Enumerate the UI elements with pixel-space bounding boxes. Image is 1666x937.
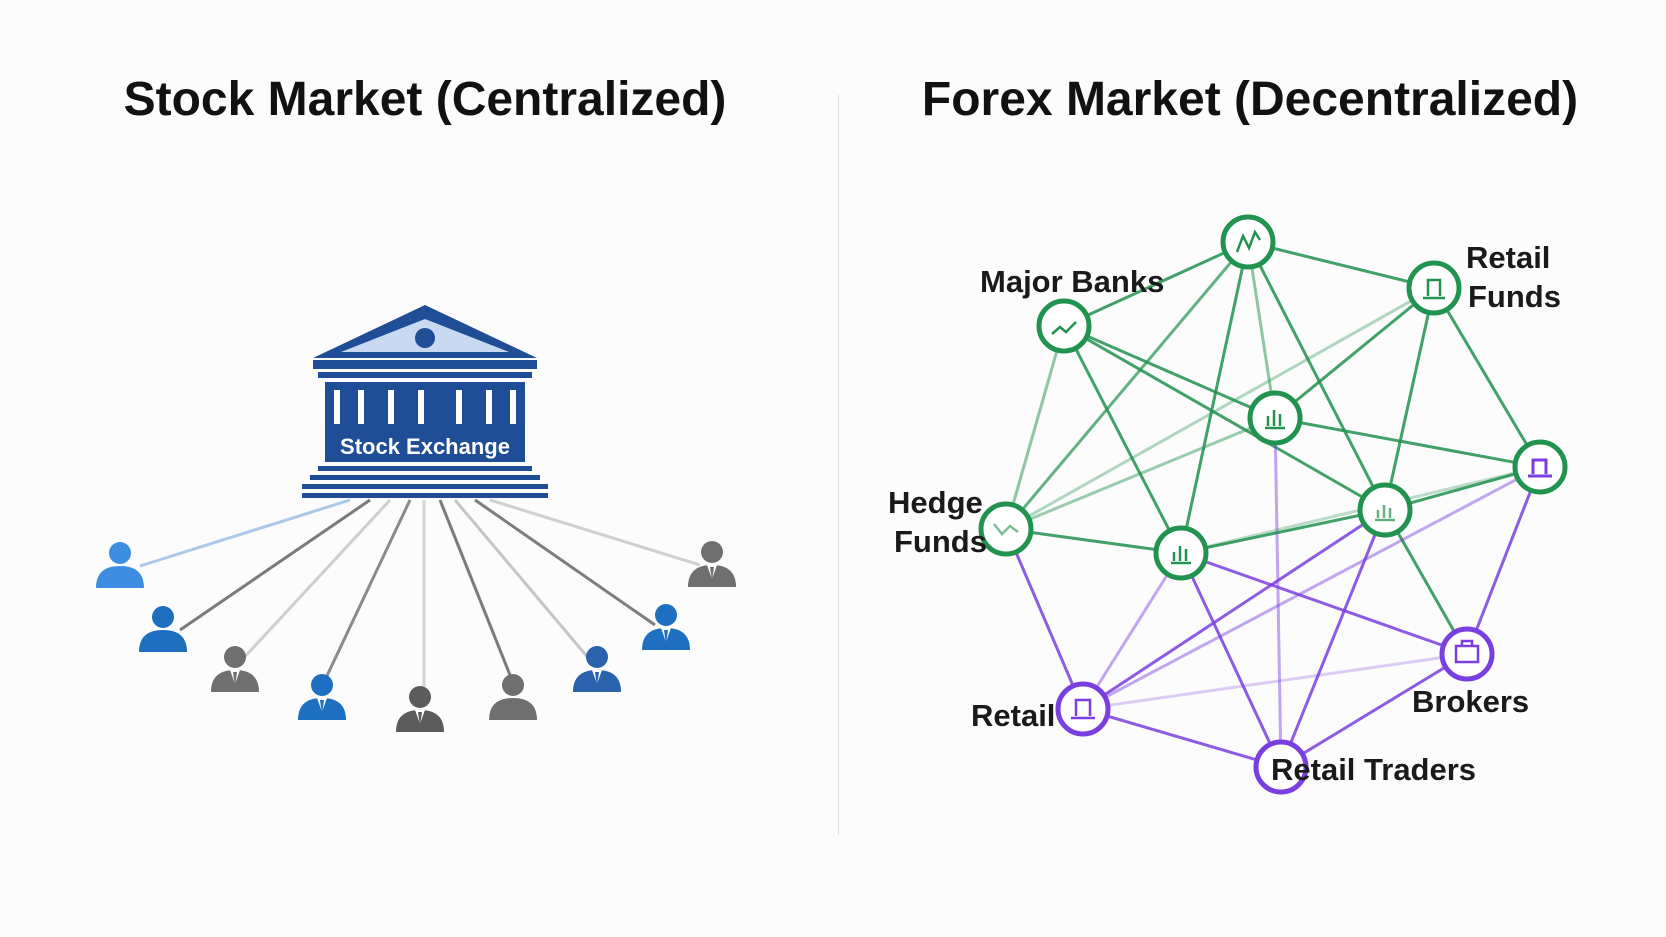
stock-participants bbox=[96, 541, 736, 732]
network-edge bbox=[1279, 509, 1387, 768]
connection-line bbox=[179, 498, 371, 632]
network-edge bbox=[1062, 325, 1183, 554]
trend-chart-icon bbox=[1235, 229, 1262, 253]
network-edge bbox=[1004, 528, 1085, 710]
network-edge bbox=[1179, 241, 1250, 554]
businessman-icon bbox=[298, 674, 346, 720]
label-brokers: Brokers bbox=[1412, 684, 1529, 719]
network-node-mid-left bbox=[1153, 525, 1209, 581]
network-node-top bbox=[1220, 214, 1276, 270]
network-edge bbox=[1004, 325, 1066, 530]
person-icon bbox=[96, 542, 144, 588]
label-major-banks: Major Banks bbox=[980, 264, 1164, 299]
forex-market-title: Forex Market (Decentralized) bbox=[921, 73, 1579, 126]
network-edge bbox=[1005, 416, 1276, 531]
exchange-connections bbox=[139, 498, 701, 690]
network-node-center bbox=[1247, 390, 1303, 446]
label-hedge-funds-line2: Funds bbox=[894, 524, 987, 559]
network-edge bbox=[1179, 552, 1283, 768]
trend-chart-icon bbox=[993, 523, 1019, 536]
network-edge bbox=[1180, 508, 1386, 555]
network-edge bbox=[1082, 707, 1282, 769]
network-node-retail bbox=[1055, 681, 1111, 737]
bar-chart-icon bbox=[1171, 546, 1191, 565]
stock-exchange-label: Stock Exchange bbox=[340, 434, 510, 459]
network-edge bbox=[1082, 465, 1541, 711]
network-edge bbox=[1005, 527, 1182, 555]
network-node-brokers bbox=[1439, 626, 1495, 682]
connection-line bbox=[474, 498, 656, 627]
network-edge bbox=[1180, 551, 1468, 656]
network-edge bbox=[1383, 509, 1469, 655]
stock-market-title: Stock Market (Centralized) bbox=[123, 73, 727, 126]
network-edge bbox=[1273, 417, 1283, 768]
bar-chart-icon bbox=[1375, 505, 1395, 522]
network-edge bbox=[1063, 324, 1276, 420]
network-node-right bbox=[1512, 439, 1568, 495]
briefcase-icon bbox=[1454, 639, 1480, 664]
person-icon bbox=[489, 674, 537, 720]
building-icon bbox=[1528, 458, 1552, 478]
panel-divider bbox=[838, 95, 839, 835]
network-node-hedge-funds bbox=[978, 501, 1034, 557]
network-node-retail-traders bbox=[1253, 739, 1309, 795]
connection-line bbox=[438, 499, 514, 681]
network-edge bbox=[1082, 652, 1468, 711]
network-edge bbox=[1246, 241, 1277, 419]
network-edge bbox=[1280, 652, 1468, 769]
network-edge bbox=[1432, 287, 1542, 468]
building-icon bbox=[1071, 698, 1095, 720]
network-edge bbox=[1465, 466, 1542, 655]
businessman-icon bbox=[573, 646, 621, 692]
connection-line bbox=[139, 498, 351, 568]
label-retail-funds-line2: Funds bbox=[1468, 279, 1561, 314]
businessman-icon bbox=[211, 646, 259, 692]
network-edge bbox=[1383, 287, 1436, 511]
label-retail-funds-line1: Retail bbox=[1466, 240, 1550, 275]
connection-line bbox=[453, 499, 592, 661]
bar-chart-icon bbox=[1265, 410, 1285, 430]
stock-exchange-building-icon: Stock Exchange bbox=[302, 305, 548, 498]
businessman-icon bbox=[396, 686, 444, 732]
forex-network-labels: Major Banks Retail Funds Hedge Funds Ret… bbox=[888, 240, 1561, 787]
network-node-mid-right bbox=[1357, 482, 1413, 538]
network-edge bbox=[1246, 241, 1387, 511]
network-edge bbox=[1081, 552, 1183, 710]
businessman-icon bbox=[642, 604, 690, 650]
network-edge bbox=[1004, 241, 1250, 530]
network-edge bbox=[1005, 286, 1435, 531]
trend-chart-icon bbox=[1051, 321, 1077, 335]
network-node-retail-funds bbox=[1406, 260, 1462, 316]
connection-line bbox=[489, 498, 701, 567]
network-edge bbox=[1063, 324, 1386, 512]
label-retail-traders: Retail Traders bbox=[1271, 752, 1476, 787]
forex-network-nodes bbox=[978, 214, 1568, 795]
label-retail: Retail bbox=[971, 698, 1055, 733]
network-edge bbox=[1274, 416, 1541, 469]
building-icon bbox=[1423, 278, 1445, 300]
connection-line bbox=[238, 498, 392, 664]
network-edge bbox=[1063, 240, 1249, 328]
network-edge bbox=[1082, 508, 1386, 711]
network-edge bbox=[1247, 240, 1435, 290]
connection-line bbox=[323, 499, 412, 681]
label-hedge-funds-line1: Hedge bbox=[888, 485, 983, 520]
network-edge bbox=[1274, 286, 1435, 420]
forex-network-edges bbox=[1004, 240, 1542, 769]
network-node-major-banks bbox=[1036, 298, 1092, 354]
